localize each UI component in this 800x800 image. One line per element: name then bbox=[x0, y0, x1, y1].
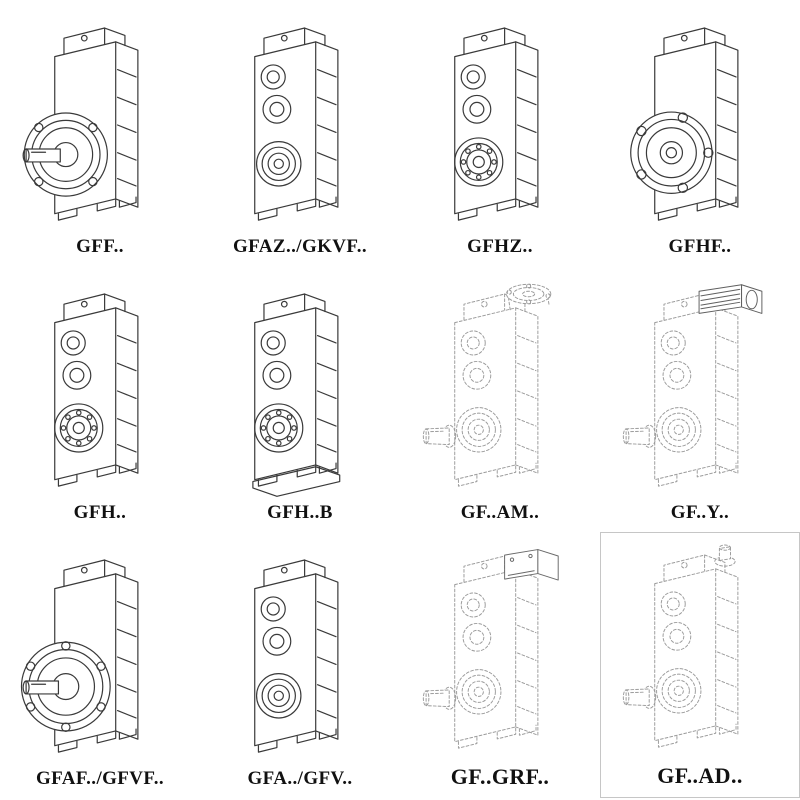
catalog-item-gf-y: GF..Y.. bbox=[600, 266, 800, 532]
model-label: GFHF.. bbox=[668, 236, 732, 257]
catalog-item-gfhz: GFHZ.. bbox=[400, 0, 600, 266]
model-label: GFH.. bbox=[73, 502, 127, 523]
gearbox-drawing-gfh-b bbox=[211, 282, 389, 500]
model-label: GFH..B bbox=[267, 502, 333, 523]
gearbox-drawing-gf-grf bbox=[411, 544, 589, 762]
gearbox-drawing-gfhz bbox=[411, 16, 589, 234]
catalog-item-gff: GFF.. bbox=[0, 0, 200, 266]
catalog-item-gfa-gfv: GFA../GFV.. bbox=[200, 532, 400, 798]
gearbox-drawing-gfhf bbox=[611, 16, 789, 234]
catalog-item-gfhf: GFHF.. bbox=[600, 0, 800, 266]
gearbox-drawing-gfa-gfv bbox=[211, 548, 389, 766]
gearbox-drawing-gf-y bbox=[611, 282, 789, 500]
model-label: GFF.. bbox=[76, 236, 124, 257]
model-label: GFA../GFV.. bbox=[247, 768, 353, 789]
catalog-item-gfaz-gkvf: GFAZ../GKVF.. bbox=[200, 0, 400, 266]
catalog-item-gf-am: GF..AM.. bbox=[400, 266, 600, 532]
model-label: GF..AD.. bbox=[657, 763, 743, 788]
model-label: GFAF../GFVF.. bbox=[35, 768, 164, 789]
model-label: GFAZ../GKVF.. bbox=[233, 236, 367, 257]
model-label: GF..Y.. bbox=[670, 502, 730, 523]
gearbox-drawing-gf-am bbox=[411, 282, 589, 500]
model-label: GFHZ.. bbox=[467, 236, 533, 257]
catalog-item-gfaf-gfvf: GFAF../GFVF.. bbox=[0, 532, 200, 798]
catalog-item-gfh: GFH.. bbox=[0, 266, 200, 532]
gearbox-drawing-gfh bbox=[11, 282, 189, 500]
catalog-item-gfh-b: GFH..B bbox=[200, 266, 400, 532]
gearbox-drawing-gff bbox=[11, 16, 189, 234]
gearbox-drawing-gfaz-gkvf bbox=[211, 16, 389, 234]
catalog-item-gf-grf: GF..GRF.. bbox=[400, 532, 600, 798]
gearbox-drawing-gf-ad bbox=[611, 543, 789, 761]
catalog-item-gf-ad: GF..AD.. bbox=[600, 532, 800, 798]
model-label: GF..AM.. bbox=[460, 502, 540, 523]
gearbox-drawing-gfaf-gfvf bbox=[11, 548, 189, 766]
model-label: GF..GRF.. bbox=[450, 764, 550, 789]
